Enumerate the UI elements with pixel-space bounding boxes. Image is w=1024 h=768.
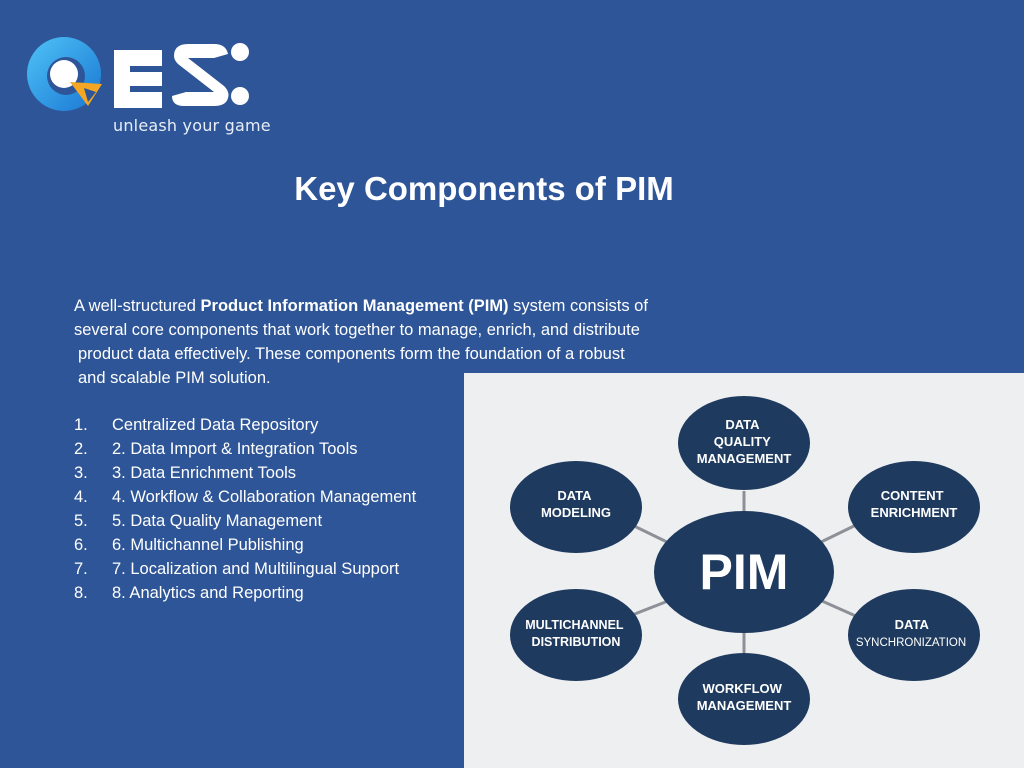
node-label: WORKFLOW MANAGEMENT xyxy=(697,681,792,713)
component-list: 1. Centralized Data Repository 2. 2. Data … xyxy=(74,413,416,605)
list-label: 4. Workflow & Collaboration Management xyxy=(112,488,417,506)
intro-text: A well-structured xyxy=(74,297,201,315)
list-number: 1. xyxy=(74,416,88,434)
node-label-line: CONTENT xyxy=(881,488,944,503)
list-label: 7. Localization and Multilingual Support xyxy=(112,560,400,578)
intro-paragraph: A well-structured Product Information Ma… xyxy=(74,294,724,390)
node-label-line: MANAGEMENT xyxy=(697,698,792,713)
node-label-line: DATA xyxy=(557,488,592,503)
list-label: 3. Data Enrichment Tools xyxy=(112,464,297,482)
q-mark-icon xyxy=(27,37,102,111)
node-ellipse xyxy=(678,653,810,745)
list-item: 6. 6. Multichannel Publishing xyxy=(74,533,416,557)
connector-line xyxy=(631,523,670,545)
diagram-connectors xyxy=(631,491,859,655)
node-ellipse xyxy=(510,589,642,681)
slide-title: Key Components of PIM xyxy=(294,170,674,207)
node-workflow-management: WORKFLOW MANAGEMENT xyxy=(678,653,810,745)
node-label: CONTENT ENRICHMENT xyxy=(871,488,958,520)
node-label-line: MANAGEMENT xyxy=(697,451,792,466)
connector-line xyxy=(821,599,859,619)
list-label: 8. Analytics and Reporting xyxy=(112,584,304,602)
intro-line-4: and scalable PIM solution. xyxy=(78,369,271,387)
node-label-line: MULTICHANNEL xyxy=(525,618,624,632)
node-label: DATA MODELING xyxy=(541,488,611,520)
list-number: 4. xyxy=(74,488,88,506)
node-label-line: MODELING xyxy=(541,505,611,520)
node-data-quality-management: DATA QUALITY MANAGEMENT xyxy=(678,396,810,490)
list-number: 6. xyxy=(74,536,88,554)
list-number: 8. xyxy=(74,584,88,602)
center-ellipse xyxy=(654,511,834,633)
node-label-line: QUALITY xyxy=(714,434,771,449)
list-item: 5. 5. Data Quality Management xyxy=(74,509,416,533)
list-item: 3. 3. Data Enrichment Tools xyxy=(74,461,416,485)
node-data-synchronization: DATA SYNCHRONIZATION xyxy=(848,589,980,681)
node-label-line: WORKFLOW xyxy=(702,681,782,696)
node-label-line: DATA xyxy=(725,417,760,432)
center-label: PIM xyxy=(700,544,789,600)
connector-line xyxy=(631,599,669,617)
list-number: 7. xyxy=(74,560,88,578)
node-label-line: DATA xyxy=(895,617,930,632)
list-number: 5. xyxy=(74,512,88,530)
intro-line-1: A well-structured Product Information Ma… xyxy=(74,294,724,318)
list-item: 4. 4. Workflow & Collaboration Management xyxy=(74,485,416,509)
pim-diagram: PIM DATA QUALITY MANAGEMENT CONTENT ENRI… xyxy=(510,396,980,745)
node-label: DATA QUALITY MANAGEMENT xyxy=(697,417,792,466)
node-label-line: SYNCHRONIZATION xyxy=(856,637,966,649)
list-number: 2. xyxy=(74,440,88,458)
node-ellipse xyxy=(678,396,810,490)
list-label: 6. Multichannel Publishing xyxy=(112,536,304,554)
qes-logo xyxy=(27,37,249,111)
node-ellipse xyxy=(848,461,980,553)
intro-line-2: several core components that work togeth… xyxy=(74,321,640,339)
pim-diagram-panel: PIM DATA QUALITY MANAGEMENT CONTENT ENRI… xyxy=(464,373,1024,768)
intro-bold-term: Product Information Management (PIM) xyxy=(200,297,509,315)
node-label-line: ENRICHMENT xyxy=(871,505,958,520)
pim-center-node: PIM xyxy=(654,511,834,633)
node-data-modeling: DATA MODELING xyxy=(510,461,642,553)
list-number: 3. xyxy=(74,464,88,482)
es-letters-icon xyxy=(114,43,249,108)
logo-tagline: unleash your game xyxy=(113,116,271,135)
node-content-enrichment: CONTENT ENRICHMENT xyxy=(848,461,980,553)
list-item: 7. 7. Localization and Multilingual Suppo… xyxy=(74,557,416,581)
list-item: 8. 8. Analytics and Reporting xyxy=(74,581,416,605)
list-label: 5. Data Quality Management xyxy=(112,512,323,530)
list-label: 2. Data Import & Integration Tools xyxy=(112,440,358,458)
list-label: Centralized Data Repository xyxy=(112,416,319,434)
node-ellipse xyxy=(510,461,642,553)
node-label-line: DISTRIBUTION xyxy=(532,635,621,649)
connector-line xyxy=(818,523,857,545)
list-item: 1. Centralized Data Repository xyxy=(74,413,416,437)
node-ellipse xyxy=(848,589,980,681)
node-label: MULTICHANNEL DISTRIBUTION xyxy=(525,618,627,649)
list-item: 2. 2. Data Import & Integration Tools xyxy=(74,437,416,461)
node-label: DATA SYNCHRONIZATION xyxy=(856,616,966,649)
intro-text: system consists of xyxy=(508,297,648,315)
intro-line-3: product data effectively. These componen… xyxy=(78,345,625,363)
node-multichannel-distribution: MULTICHANNEL DISTRIBUTION xyxy=(510,589,642,681)
